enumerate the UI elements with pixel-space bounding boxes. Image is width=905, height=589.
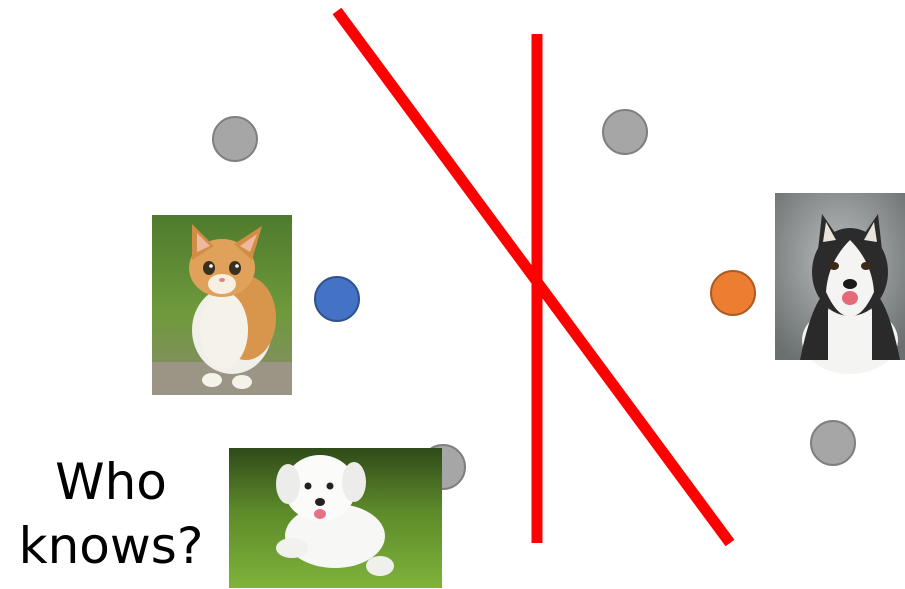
who-knows-caption: Who knows? [0,450,222,578]
white-puppy-photo [229,448,442,588]
husky-photo [775,193,905,374]
orange-point [711,271,755,315]
caption-line-2: knows? [0,514,222,578]
gray-point-top-left [213,117,257,161]
kitten-photo [152,215,292,395]
gray-point-top-right [603,110,647,154]
gray-point-bottom-right [811,421,855,465]
blue-point [315,277,359,321]
caption-line-1: Who [0,450,222,514]
